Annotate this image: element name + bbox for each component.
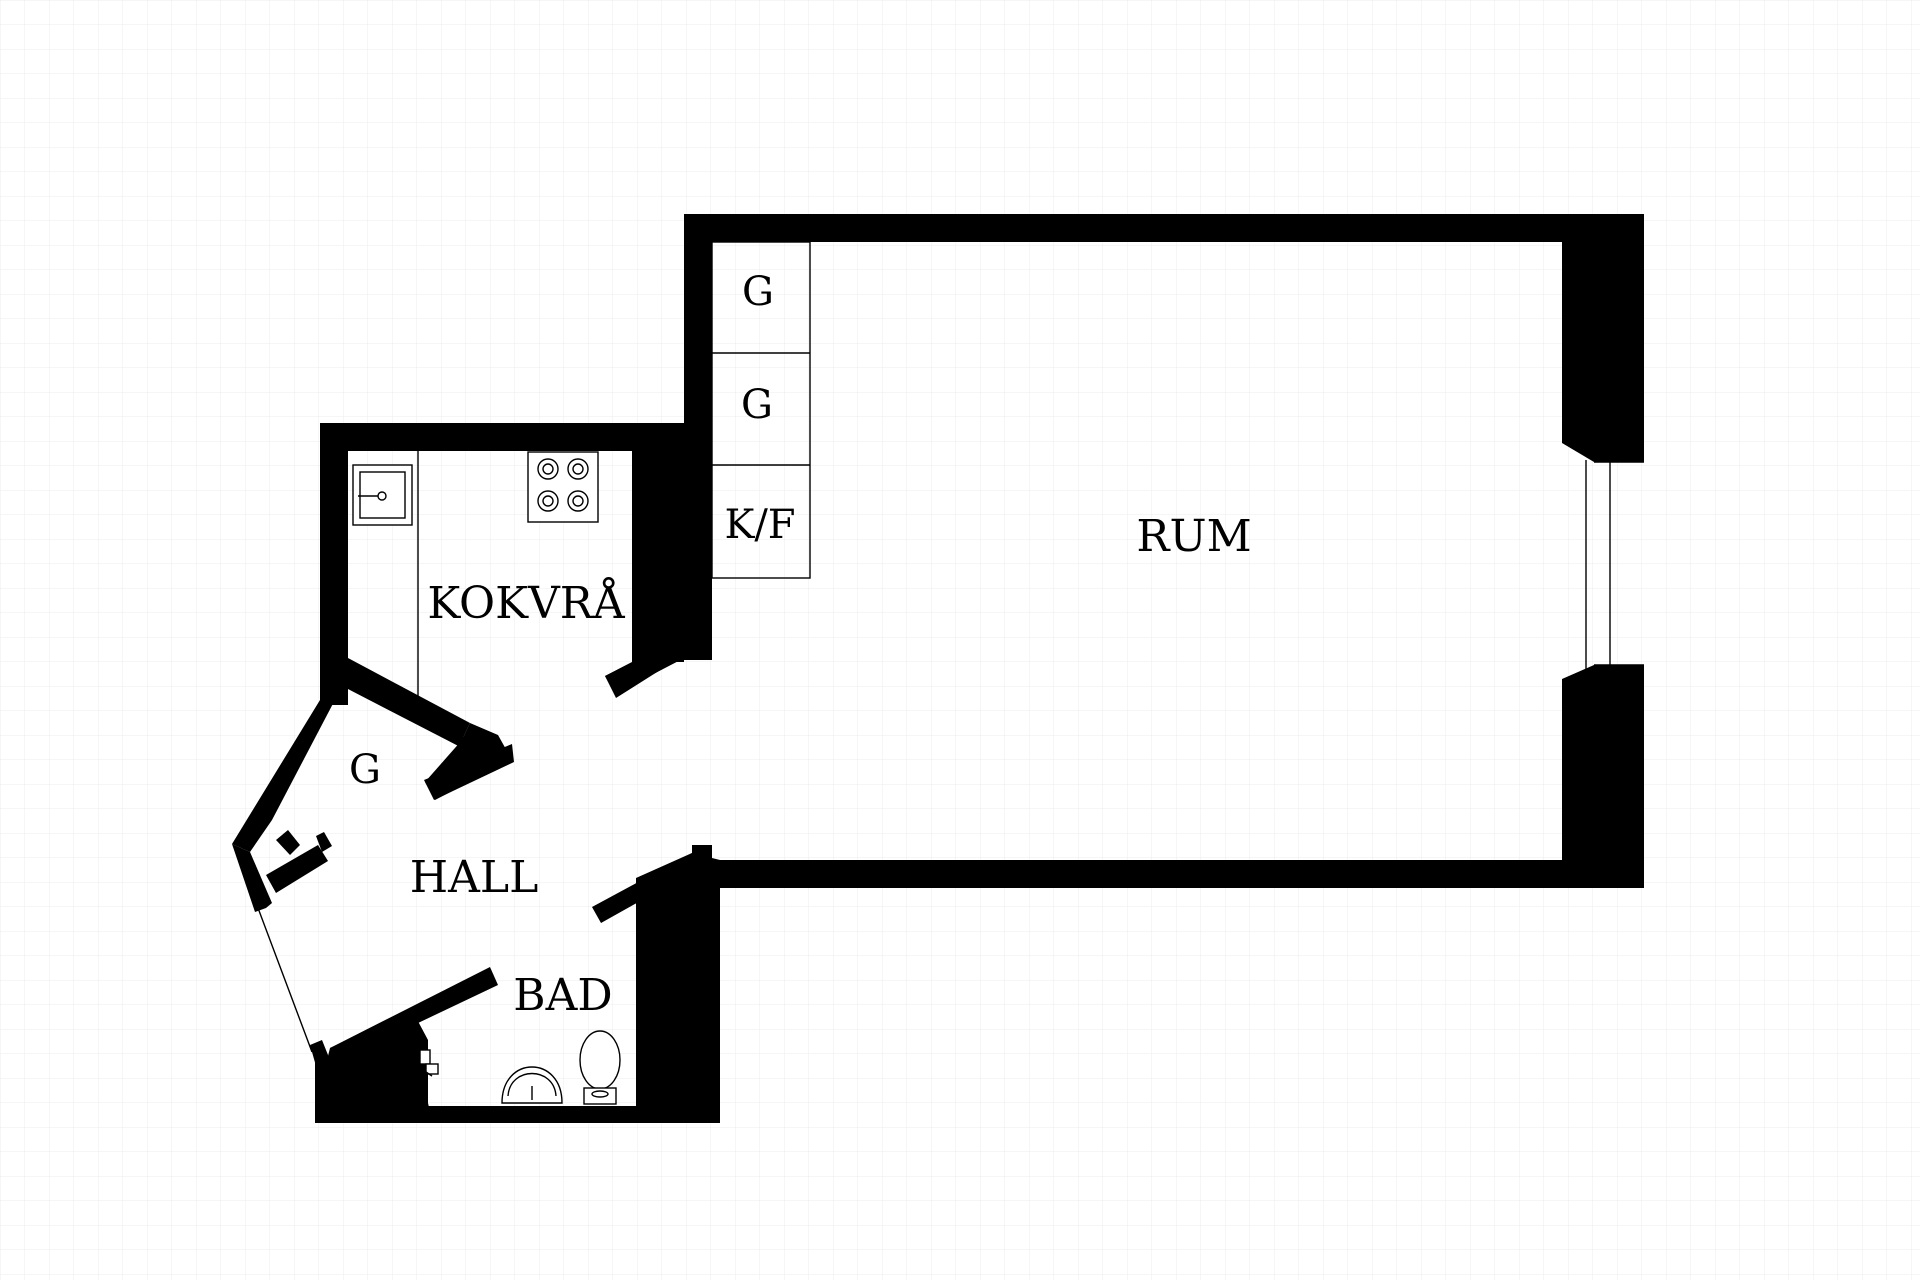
window-icon — [1585, 460, 1644, 672]
bathroom-walls — [310, 853, 720, 1123]
rum-walls — [684, 214, 1644, 888]
sink-icon — [352, 464, 413, 526]
kitchen-right-wall-end — [605, 636, 684, 698]
room-label-hall: HALL — [410, 852, 539, 903]
bathroom-door-line — [409, 1029, 429, 1107]
washbasin-icon — [501, 1066, 563, 1104]
hall-walls — [232, 675, 692, 923]
room-label-rum: RUM — [1136, 511, 1251, 562]
hall-wardrobe-label: G — [349, 747, 381, 793]
fridge-freezer-label: K/F — [724, 502, 795, 548]
room-label-kokvra: KOKVRÅ — [427, 576, 626, 629]
wardrobe-label-middle: G — [741, 382, 773, 428]
closet-strip — [711, 241, 811, 579]
shower-tap-icon — [419, 1049, 439, 1077]
hall-left-wall-line — [257, 907, 313, 1053]
room-label-bad: BAD — [513, 970, 612, 1021]
wardrobe-label-top: G — [742, 269, 774, 315]
toilet-icon — [579, 1030, 621, 1105]
stove-icon — [527, 451, 599, 523]
